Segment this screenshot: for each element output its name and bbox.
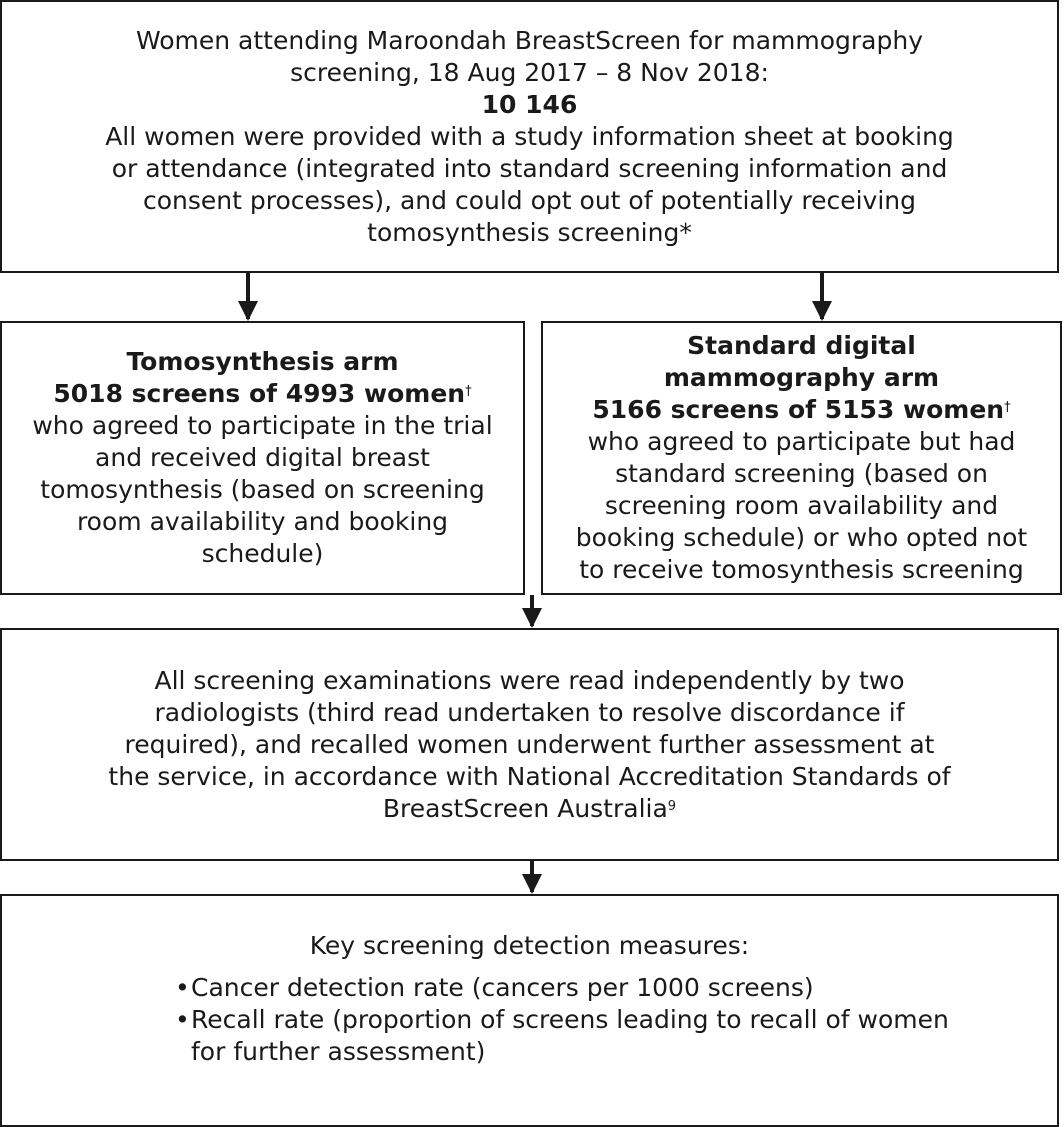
outcome-bullet-2-line-1: Recall rate (proportion of screens leadi… [191, 1005, 949, 1034]
list-item: • Cancer detection rate (cancers per 100… [175, 972, 949, 1004]
outcome-bullet-1: Cancer detection rate (cancers per 1000 … [191, 973, 814, 1002]
reading-line-4: the service, in accordance with National… [108, 761, 951, 791]
enrolment-line-4: or attendance (integrated into standard … [111, 153, 948, 183]
outcome-bullet-2: Recall rate (proportion of screens leadi… [191, 1004, 949, 1068]
outcome-heading: Key screening detection measures: [309, 931, 750, 960]
standard-arm-line-5: to receive tomosynthesis screening [579, 555, 1024, 584]
list-item: • Recall rate (proportion of screens lea… [175, 1004, 949, 1068]
tomosynthesis-arm-line-1: who agreed to participate in the trial [32, 411, 493, 440]
standard-arm-box: Standard digital mammography arm 5166 sc… [541, 321, 1062, 595]
standard-arm-line-3: screening room availability and [604, 491, 999, 520]
bullet-icon: • [175, 973, 190, 1002]
enrolment-line-2: screening, 18 Aug 2017 – 8 Nov 2018: [290, 57, 769, 87]
enrolment-line-1: Women attending Maroondah BreastScreen f… [135, 25, 923, 55]
reading-line-5-text: BreastScreen Australia [382, 793, 668, 823]
bullet-icon: • [175, 1005, 190, 1034]
enrolment-line-6: tomosynthesis screening* [367, 217, 692, 247]
tomosynthesis-arm-count-text: 5018 screens of 4993 women [53, 379, 466, 408]
tomosynthesis-arm-title: Tomosynthesis arm [126, 347, 399, 376]
standard-arm-title-1: Standard digital [687, 331, 916, 360]
enrolment-box: Women attending Maroondah BreastScreen f… [0, 0, 1059, 273]
tomosynthesis-arm-line-2: and received digital breast [95, 443, 430, 472]
standard-arm-line-1: who agreed to participate but had [587, 427, 1016, 456]
tomosynthesis-arm-box: Tomosynthesis arm 5018 screens of 4993 w… [0, 321, 525, 595]
reading-line-1: All screening examinations were read ind… [154, 665, 905, 695]
enrolment-line-5: consent processes), and could opt out of… [142, 185, 916, 215]
outcome-bullet-2-line-2: for further assessment) [191, 1037, 486, 1066]
outcome-list: • Cancer detection rate (cancers per 100… [175, 972, 949, 1068]
standard-arm-title-2: mammography arm [663, 363, 940, 392]
outcome-measures-box: Key screening detection measures: • Canc… [0, 894, 1059, 1127]
standard-arm-count: 5166 screens of 5153 women† [592, 394, 1010, 426]
enrolment-line-3: All women were provided with a study inf… [105, 121, 954, 151]
reading-process-box: All screening examinations were read ind… [0, 628, 1059, 861]
reading-line-3: required), and recalled women underwent … [124, 729, 935, 759]
footnote-dagger: † [465, 384, 472, 399]
enrolment-count: 10 146 [481, 89, 578, 119]
standard-arm-count-text: 5166 screens of 5153 women [592, 395, 1005, 424]
standard-arm-line-4: booking schedule) or who opted not [575, 523, 1028, 552]
tomosynthesis-arm-line-5: schedule) [201, 539, 324, 568]
tomosynthesis-arm-line-4: room availability and booking [76, 507, 449, 536]
reading-line-5: BreastScreen Australia9 [383, 793, 676, 825]
tomosynthesis-arm-count: 5018 screens of 4993 women† [53, 378, 471, 410]
reference-superscript: 9 [667, 798, 677, 814]
standard-arm-line-2: standard screening (based on [615, 459, 988, 488]
reading-line-2: radiologists (third read undertaken to r… [154, 697, 905, 727]
footnote-dagger: † [1004, 400, 1011, 415]
tomosynthesis-arm-line-3: tomosynthesis (based on screening [40, 475, 485, 504]
